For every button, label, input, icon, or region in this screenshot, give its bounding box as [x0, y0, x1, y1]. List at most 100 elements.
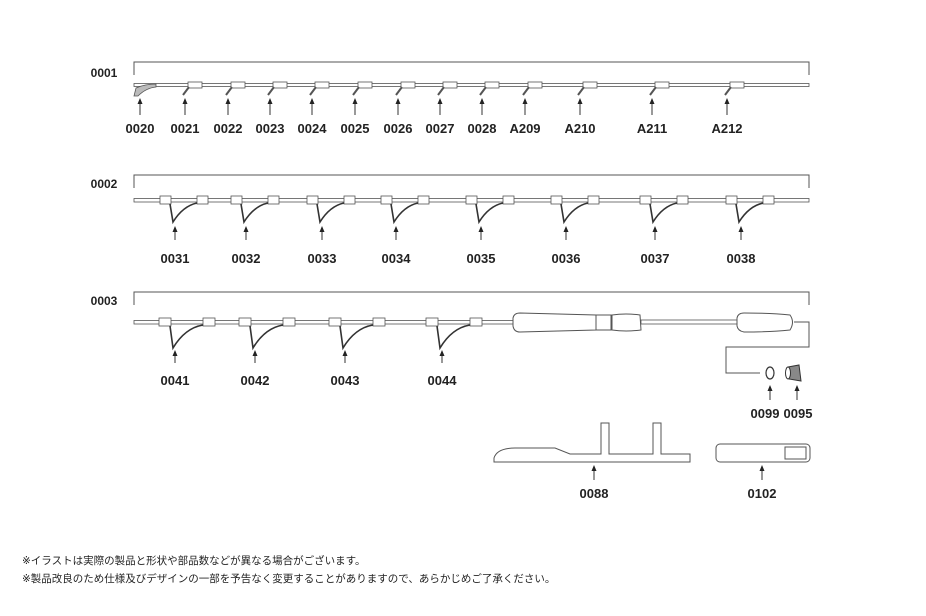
- part-label: 0043: [331, 373, 360, 388]
- part-label-A209: A209: [509, 121, 540, 136]
- part-label-0095: 0095: [784, 406, 813, 421]
- arrow-icon: [522, 98, 528, 104]
- guide-foot: [479, 86, 487, 96]
- guide-frame: [735, 202, 764, 225]
- note-illustration: ※イラストは実際の製品と形状や部品数などが異なる場合がございます。: [22, 555, 366, 567]
- guide-wrap: [725, 195, 738, 205]
- arrow-icon: [395, 98, 401, 104]
- tip-top-guide: [133, 83, 157, 97]
- arrow-icon: [137, 98, 143, 104]
- part-label-0027: 0027: [426, 121, 455, 136]
- section-label-0002: 0002: [91, 177, 118, 191]
- guide-wrap: [417, 195, 430, 205]
- butt-cap-face: [785, 366, 791, 380]
- arrow-icon: [252, 350, 258, 356]
- accessory-0088-tool: [493, 422, 691, 463]
- part-label: 0032: [232, 251, 261, 266]
- part-label-0022: 0022: [214, 121, 243, 136]
- o-ring-icon: [765, 366, 775, 380]
- arrow-icon: [759, 465, 765, 471]
- guide-wrap: [465, 195, 478, 205]
- arrow-icon: [172, 350, 178, 356]
- part-label: 0035: [467, 251, 496, 266]
- arrow-icon: [267, 98, 273, 104]
- arrow-icon: [649, 98, 655, 104]
- arrow-icon: [591, 465, 597, 471]
- guide-wrap: [762, 195, 775, 205]
- part-label: 0034: [382, 251, 412, 266]
- end-connector-line: [725, 321, 810, 374]
- guide-wrap: [400, 81, 416, 89]
- arrow-icon: [439, 350, 445, 356]
- arrow-icon: [393, 226, 399, 232]
- arrow-icon: [172, 226, 178, 232]
- guide-foot: [577, 86, 585, 96]
- guide-frame: [249, 324, 284, 351]
- guide-wrap: [158, 317, 172, 327]
- arrow-icon: [767, 385, 773, 391]
- guide-foot: [437, 86, 445, 96]
- section-bracket: [133, 174, 810, 188]
- guide-wrap: [582, 81, 598, 89]
- section-bracket: [133, 291, 810, 305]
- guide-foot: [649, 86, 657, 96]
- guide-foot: [395, 86, 403, 96]
- guide-wrap: [159, 195, 172, 205]
- guide-wrap: [484, 81, 500, 89]
- arrow-icon: [352, 98, 358, 104]
- guide-wrap: [729, 81, 745, 89]
- guide-wrap: [196, 195, 209, 205]
- guide-wrap: [187, 81, 203, 89]
- part-label: 0038: [727, 251, 756, 266]
- guide-wrap: [230, 81, 246, 89]
- guide-frame: [169, 202, 198, 225]
- guide-wrap: [343, 195, 356, 205]
- guide-wrap: [425, 317, 439, 327]
- part-label-0023: 0023: [256, 121, 285, 136]
- guide-frame: [436, 324, 471, 351]
- arrow-icon: [652, 226, 658, 232]
- reel-seat: [611, 313, 642, 332]
- guide-wrap: [639, 195, 652, 205]
- arrow-icon: [243, 226, 249, 232]
- arrow-icon: [309, 98, 315, 104]
- section-label-0001: 0001: [91, 66, 118, 80]
- guide-wrap: [550, 195, 563, 205]
- part-label-0028: 0028: [468, 121, 497, 136]
- arrow-icon: [478, 226, 484, 232]
- part-label: 0044: [428, 373, 458, 388]
- part-label-0102: 0102: [748, 486, 777, 501]
- arrow-icon: [479, 98, 485, 104]
- guide-frame: [390, 202, 419, 225]
- guide-wrap: [306, 195, 319, 205]
- guide-wrap: [238, 317, 252, 327]
- arrow-icon: [342, 350, 348, 356]
- guide-foot: [267, 86, 275, 96]
- part-label-0021: 0021: [171, 121, 200, 136]
- rod-section-0001: [133, 83, 810, 87]
- accessory-0102-slot: [784, 446, 807, 460]
- guide-foot: [522, 86, 530, 96]
- part-label: 0037: [641, 251, 670, 266]
- guide-foot: [352, 86, 360, 96]
- guide-wrap: [676, 195, 689, 205]
- rear-grip: [736, 312, 793, 333]
- arrow-icon: [794, 385, 800, 391]
- part-label-A210: A210: [564, 121, 595, 136]
- arrow-icon: [563, 226, 569, 232]
- guide-frame: [339, 324, 374, 351]
- part-label-A212: A212: [711, 121, 742, 136]
- section-bracket: [133, 61, 810, 75]
- arrow-icon: [319, 226, 325, 232]
- reel-seat-hood: [595, 314, 612, 331]
- guide-wrap: [654, 81, 670, 89]
- guide-wrap: [230, 195, 243, 205]
- guide-frame: [475, 202, 504, 225]
- guide-frame: [169, 324, 204, 351]
- guide-wrap: [328, 317, 342, 327]
- guide-foot: [309, 86, 317, 96]
- guide-wrap: [527, 81, 543, 89]
- part-label-A211: A211: [637, 121, 667, 136]
- guide-frame: [560, 202, 589, 225]
- part-label-0024: 0024: [298, 121, 328, 136]
